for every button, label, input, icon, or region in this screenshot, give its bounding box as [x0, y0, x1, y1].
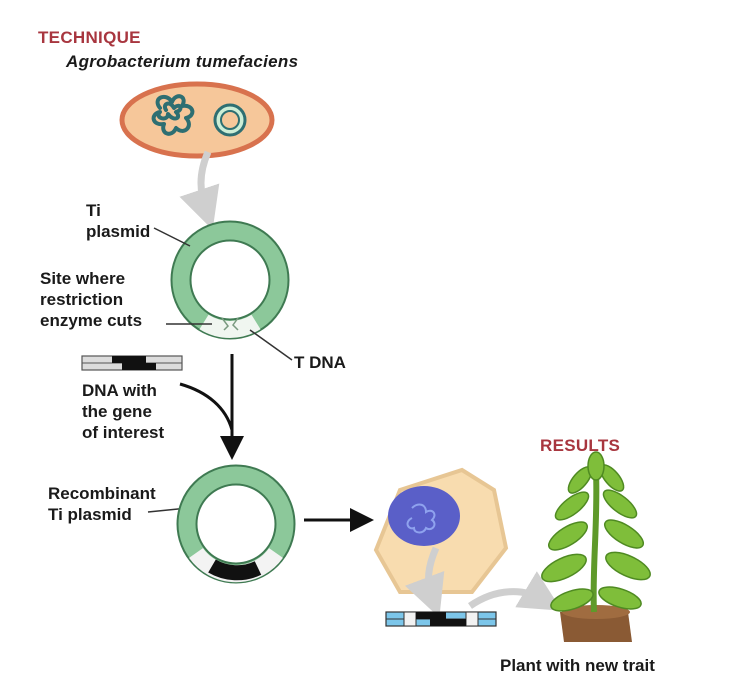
t-dna-segment	[199, 314, 261, 338]
label-restriction-site: Site where restriction enzyme cuts	[40, 269, 143, 330]
arrow-cell-to-dna	[404, 546, 445, 618]
recombinant-plasmid	[176, 464, 296, 584]
technique-heading: TECHNIQUE	[38, 28, 141, 47]
bacterial-chromosome	[151, 94, 195, 136]
plant-caption: Plant with new trait	[500, 656, 655, 675]
ti-plasmid	[170, 220, 290, 340]
organism-name: Agrobacterium tumefaciens	[66, 52, 299, 71]
arrow-ligation-curve	[179, 382, 234, 431]
soil	[560, 612, 632, 642]
label-t-dna: T DNA	[294, 353, 346, 372]
dna-fragment	[81, 355, 183, 371]
bacterium-cell	[119, 81, 275, 159]
leader-t-dna	[249, 329, 293, 361]
leader-ti-plasmid	[153, 227, 191, 247]
plant-cell	[373, 467, 509, 594]
arrow-dna-to-plant	[468, 571, 563, 611]
plant-cell-nucleus	[388, 486, 460, 546]
plant-dna-strip	[385, 611, 497, 627]
arrow-bacterium-to-plasmid	[179, 150, 220, 230]
results-heading: RESULTS	[540, 436, 621, 455]
label-dna-gene: DNA with the gene of interest	[82, 381, 165, 442]
plant-stem	[590, 471, 600, 613]
label-recombinant: Recombinant Ti plasmid	[48, 484, 156, 524]
inserted-gene	[208, 559, 262, 581]
transgenic-plant	[541, 451, 651, 642]
plant-leaves	[541, 451, 651, 612]
label-ti-plasmid: Ti plasmid	[86, 201, 151, 241]
bacterium-membrane	[119, 81, 275, 159]
